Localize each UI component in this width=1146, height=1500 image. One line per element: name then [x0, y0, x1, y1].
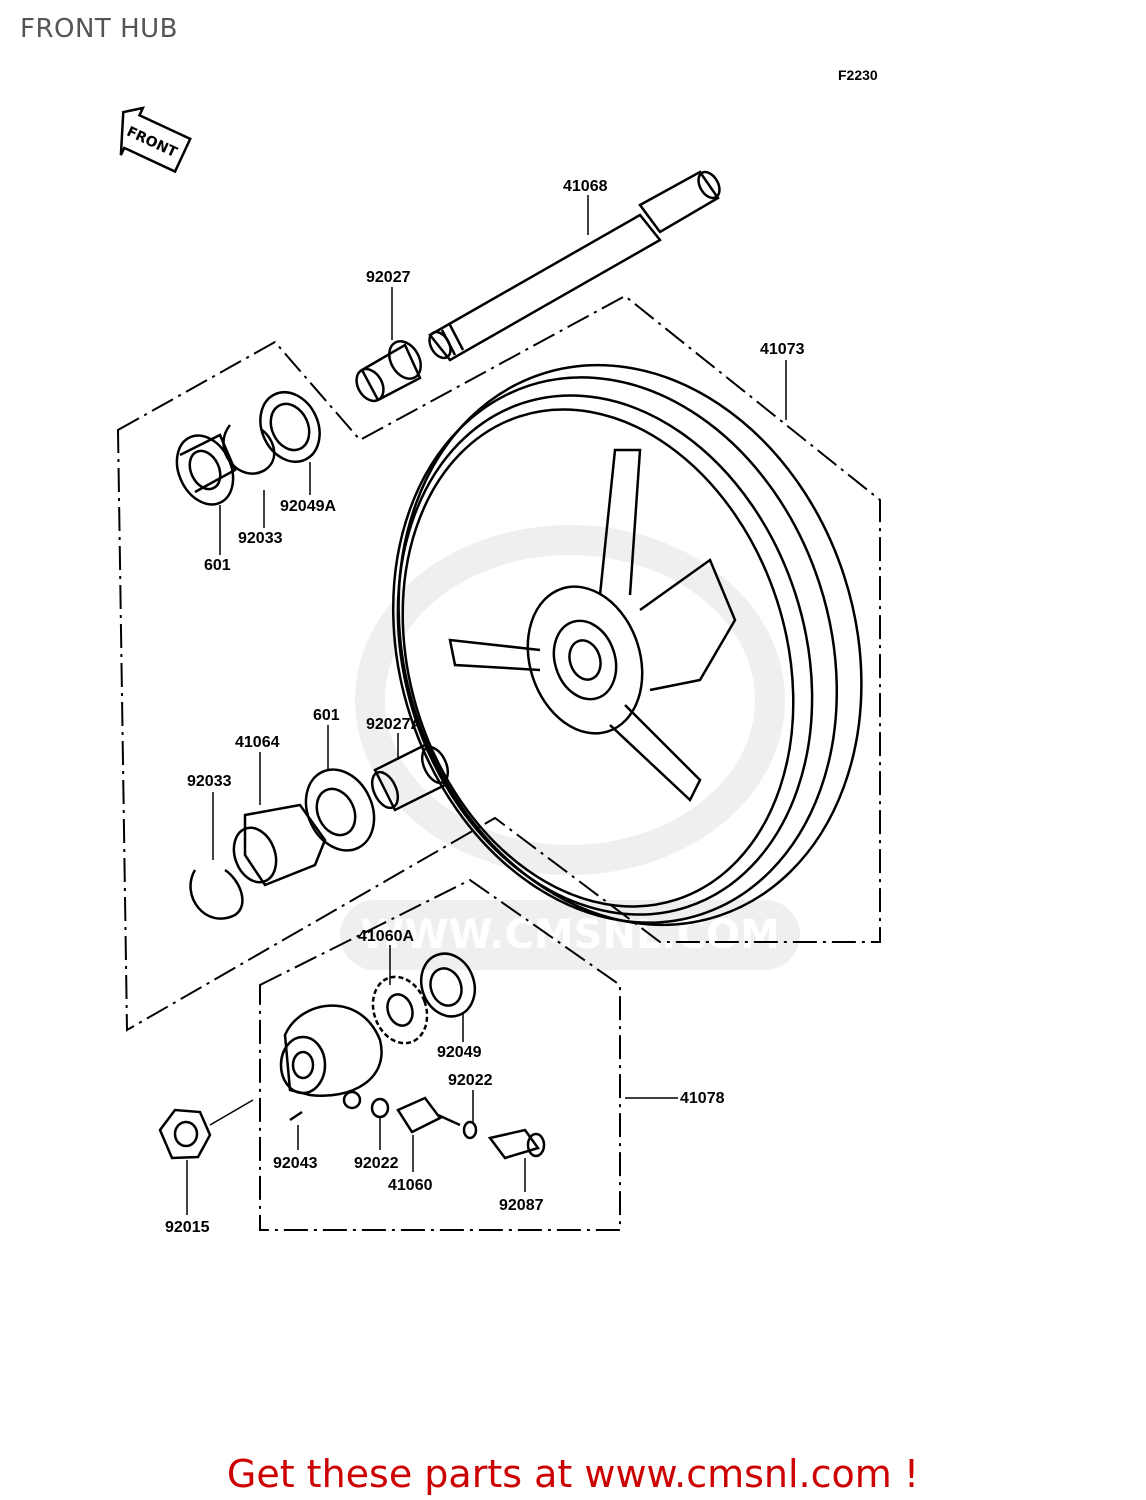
washer-92022-lower: [370, 1097, 390, 1119]
part-label-92049: 92049: [437, 1044, 482, 1061]
washer-92022-upper: [462, 1120, 478, 1140]
part-label-601-lower: 601: [313, 707, 340, 724]
nut-92015: [158, 1108, 212, 1160]
part-label-92049A: 92049A: [280, 498, 336, 515]
part-label-92033-lower: 92033: [187, 773, 232, 790]
pin-92043: [289, 1110, 303, 1122]
seal-92049A: [259, 391, 321, 463]
speedo-gearbox: [279, 1004, 383, 1110]
diagram-code: F2230: [838, 67, 878, 83]
part-label-41060A: 41060A: [358, 928, 414, 945]
part-label-92022-lower: 92022: [354, 1155, 399, 1172]
part-label-92087: 92087: [499, 1197, 544, 1214]
seal-92049: [419, 952, 477, 1018]
part-label-92027: 92027: [366, 269, 411, 286]
bearing-601-lower: [304, 768, 376, 852]
pinion-41060: [396, 1096, 461, 1134]
part-label-92015: 92015: [165, 1219, 210, 1236]
gear-housing-41064: [232, 803, 327, 887]
circlip-92033-lower: [189, 868, 244, 920]
part-label-41073: 41073: [760, 341, 805, 358]
footer-link[interactable]: Get these parts at www.cmsnl.com !: [226, 1452, 920, 1496]
part-label-92033-top: 92033: [238, 530, 283, 547]
collar-92027A: [370, 743, 450, 812]
part-label-41068: 41068: [563, 178, 608, 195]
collar-92027: [355, 340, 422, 403]
wheel-41073: [391, 363, 863, 927]
axle-41068: [428, 170, 721, 362]
parts-diagram: F2230 FRONT 41068 92027 41073 92049A 920…: [116, 67, 881, 1236]
part-label-92027A: 92027A: [366, 716, 422, 733]
part-label-41064: 41064: [235, 734, 280, 751]
front-arrow-icon: [119, 106, 192, 174]
part-label-92022-upper: 92022: [448, 1072, 493, 1089]
part-label-92043: 92043: [273, 1155, 318, 1172]
part-label-41060: 41060: [388, 1177, 433, 1194]
page-title: FRONT HUB: [20, 14, 178, 44]
bearing-601-top: [175, 433, 237, 506]
part-label-41078: 41078: [680, 1090, 725, 1107]
gear-41060A: [371, 975, 429, 1045]
part-label-601-top: 601: [204, 557, 231, 574]
bushing-92087: [487, 1128, 541, 1160]
